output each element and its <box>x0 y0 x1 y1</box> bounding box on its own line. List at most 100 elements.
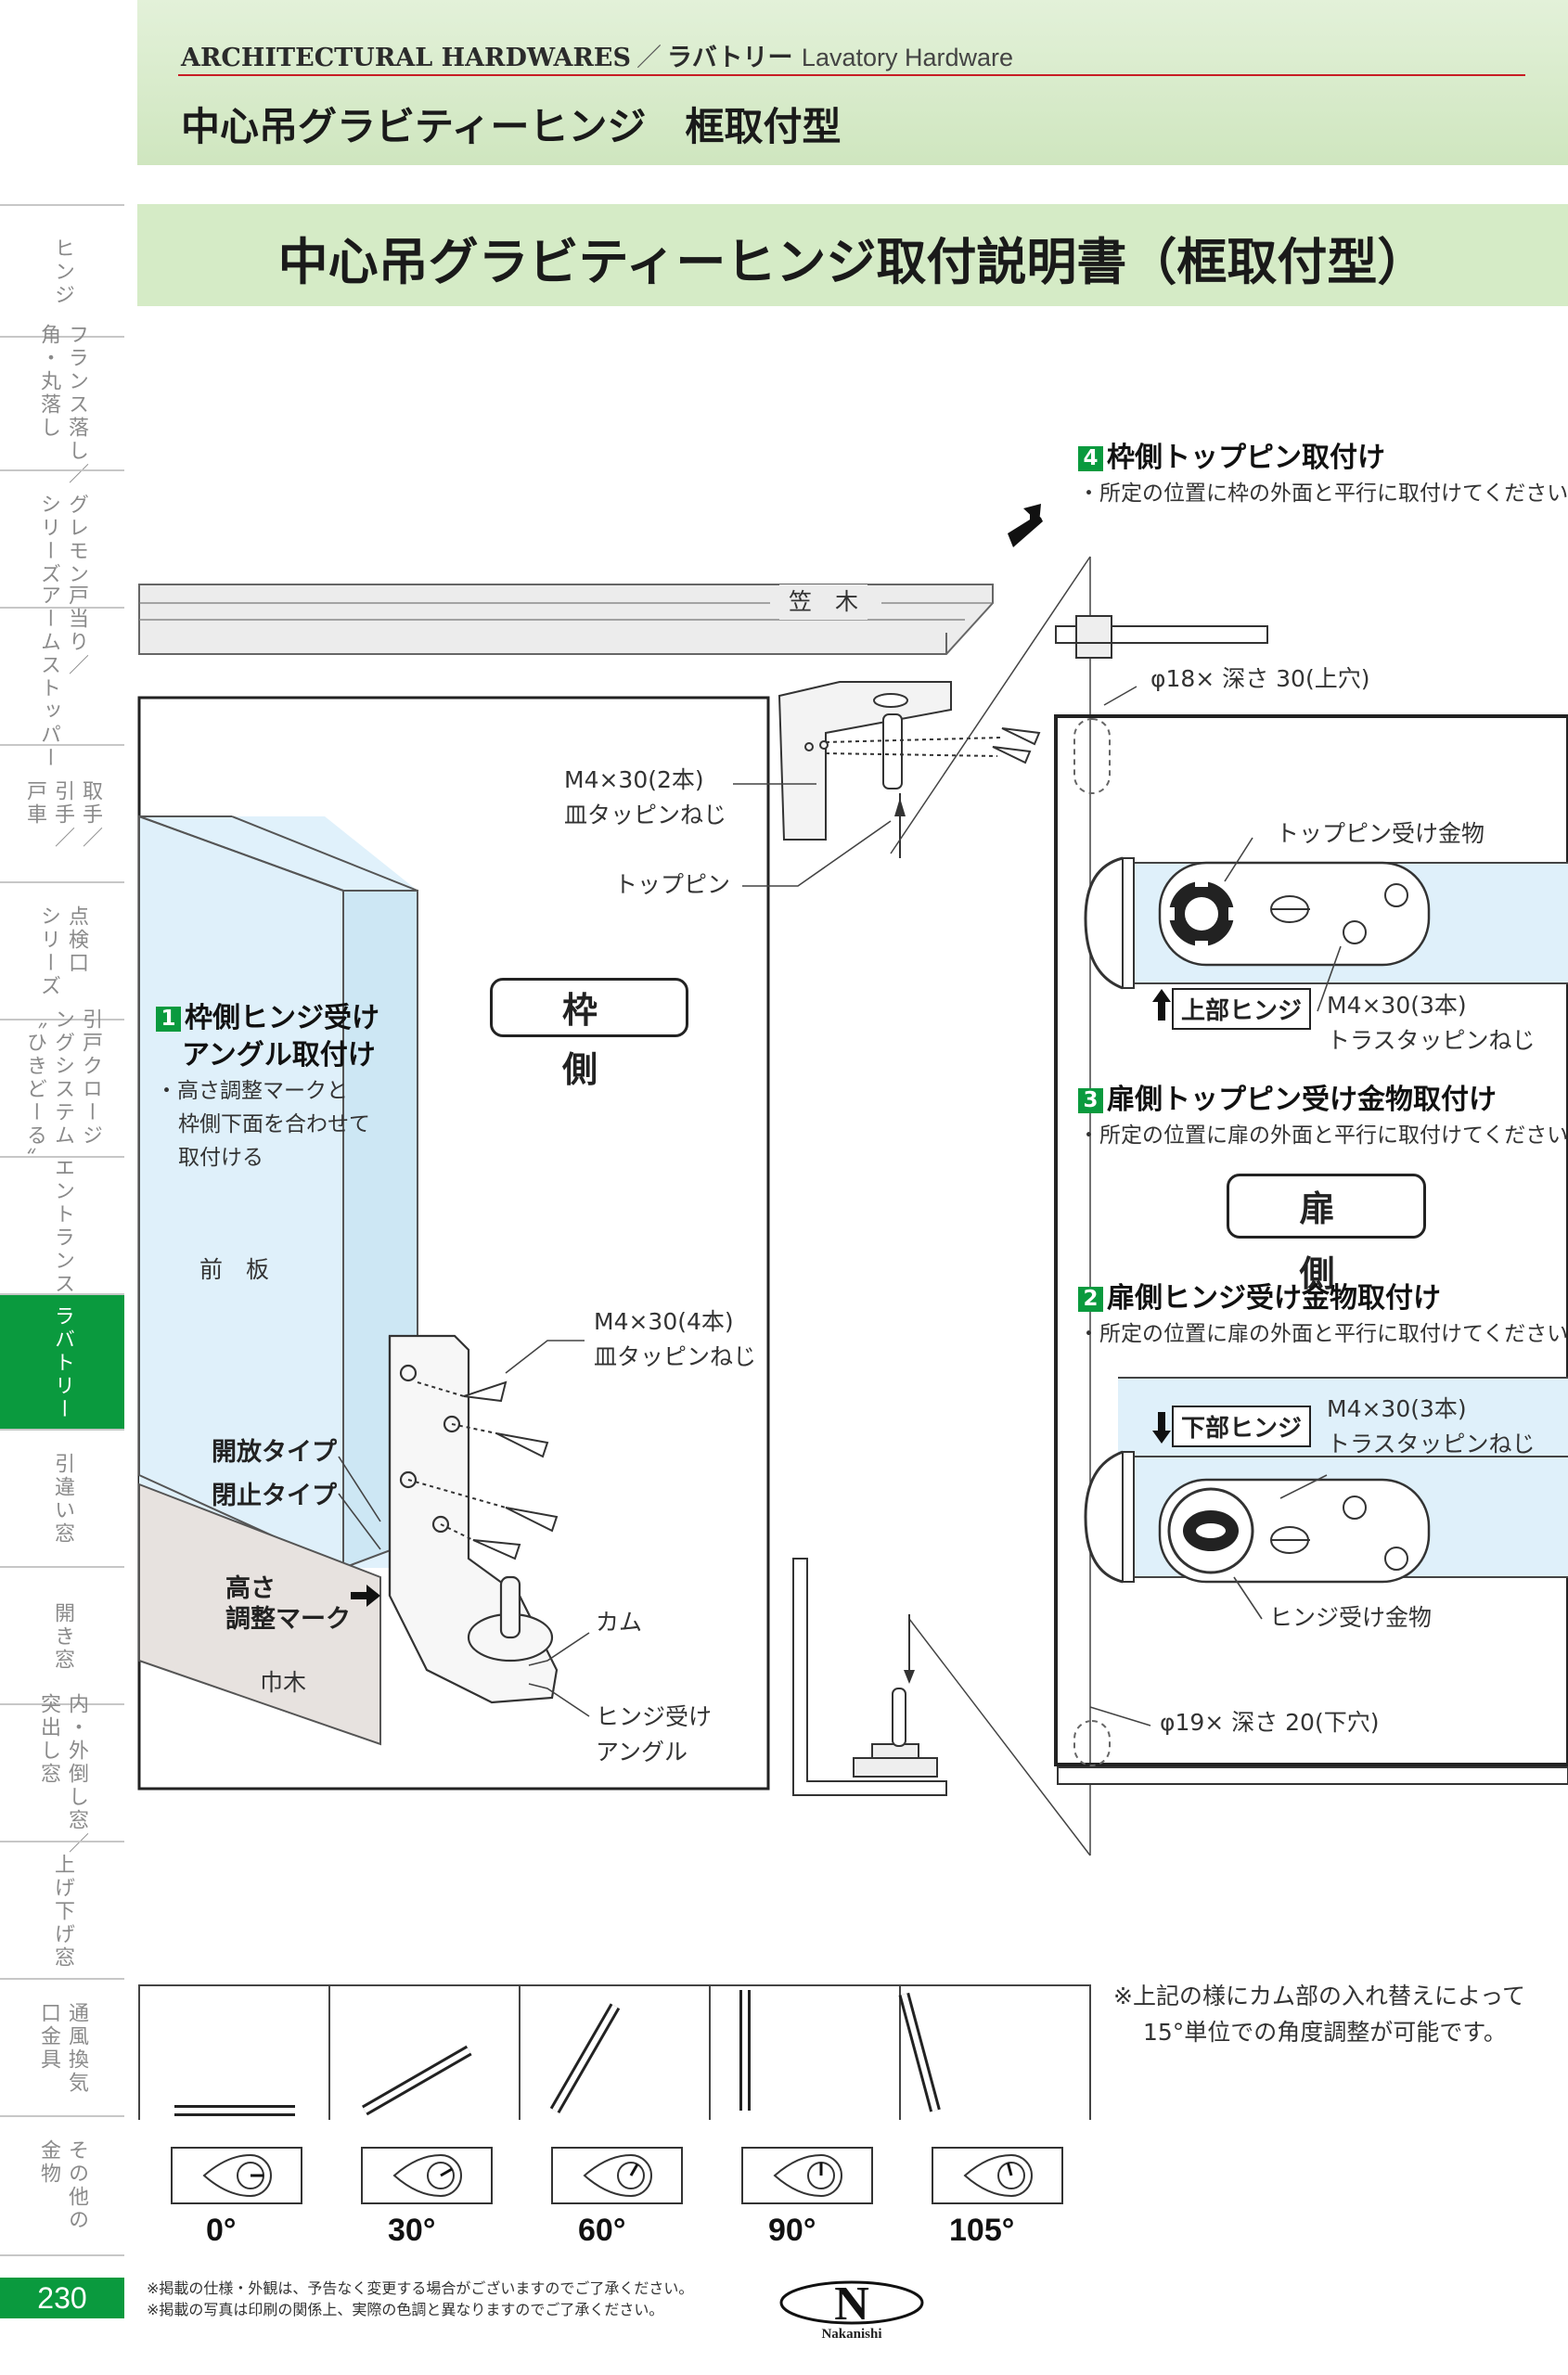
door-panel <box>1054 714 1568 1766</box>
angle-door-leaf-inner <box>363 2048 471 2113</box>
baseboard-label: 巾木 <box>260 1669 307 1696</box>
side-tab-casement[interactable]: 開き窓 <box>0 1566 124 1705</box>
top-hole-label: φ18× 深さ 30(上穴) <box>1150 665 1370 692</box>
side-tab-tilt-window[interactable]: 内・外倒し窓／ 突出し窓 <box>0 1693 124 1855</box>
cam-indicator <box>440 2167 453 2177</box>
step-2-badge: 2 <box>1078 1287 1103 1312</box>
side-tab-lavatory[interactable]: ラバトリー <box>0 1293 124 1431</box>
lower-hinge-tag: 下部ヒンジ <box>1172 1406 1312 1447</box>
screws-four <box>407 1380 559 1560</box>
angle-doors <box>174 1990 941 2116</box>
hinge-angle-label-2: アングル <box>596 1739 688 1765</box>
side-tab-sliding-closer[interactable]: 引戸クロージ ングシステム 〝ひきどーる〟 <box>0 1008 124 1171</box>
door-side-box: 扉 側 <box>1227 1174 1426 1294</box>
angle-note-2: 15°単位での角度調整が可能です。 <box>1143 2019 1507 2046</box>
angle-door-leaf-inner <box>552 2004 618 2112</box>
bottom-hole-label: φ19× 深さ 20(下穴) <box>1160 1709 1380 1736</box>
nakanishi-logo: N <box>779 2278 924 2330</box>
side-tab-door-stop[interactable]: 戸当り／ アームストッパー <box>0 584 124 770</box>
side-tab-vent[interactable]: 通風換気 口金具 <box>0 1978 124 2117</box>
step-3-desc: ・所定の位置に扉の外面と平行に取付けてください。 <box>1078 1123 1568 1148</box>
category-en: Lavatory Hardware <box>801 44 1014 71</box>
side-tab-hinge[interactable]: ヒンジ <box>0 204 124 338</box>
leader-lines <box>338 783 892 1717</box>
side-tab-sash-window[interactable]: 上げ下げ窓 <box>0 1841 124 1980</box>
angle-door-leaf-inner <box>901 1993 938 2112</box>
screw-2-type: 皿タッピンねじ <box>564 802 727 828</box>
logo-letter: N <box>834 2278 869 2330</box>
brand-line: ARCHITECTURAL HARDWARES／ラバトリー Lavatory H… <box>181 37 1013 73</box>
hinge-receiver-plate <box>1158 1478 1431 1584</box>
step-2-desc: ・所定の位置に扉の外面と平行に取付けてください。 <box>1078 1322 1568 1346</box>
angle-label-90: 90° <box>768 2213 816 2248</box>
banner-title: 中心吊グラビティーヒンジ取付説明書（框取付型） <box>277 233 1428 291</box>
step-1-desc-3: 取付ける <box>178 1146 263 1170</box>
logo-word: Nakanishi <box>821 2327 882 2342</box>
header-rule <box>178 74 1525 76</box>
page-title: 中心吊グラビティーヒンジ 框取付型 <box>181 104 842 149</box>
side-tab-sliding-window[interactable]: 引違い窓 <box>0 1429 124 1568</box>
screw-3a-label: M4×30(3本) <box>1327 992 1467 1019</box>
closed-type-label: 閉止タイプ <box>212 1482 337 1510</box>
angle-label-0: 0° <box>206 2213 237 2248</box>
top-pin-bracket <box>778 681 1041 841</box>
step-1-title-1: 枠側ヒンジ受け <box>185 1002 379 1034</box>
step-1-desc-2: 枠側下面を合わせて <box>178 1112 370 1136</box>
step-4-desc: ・所定の位置に枠の外面と平行に取付けてください。 <box>1078 481 1568 506</box>
angle-label-60: 60° <box>578 2213 626 2248</box>
hinge-angle-label-1: ヒンジ受け <box>596 1703 713 1730</box>
height-mark-label-2: 調整マーク <box>225 1605 351 1634</box>
frame-side-box: 枠 側 <box>490 978 688 1090</box>
footer-notes: ※掲載の仕様・外観は、予告なく変更する場合がございますのでご了承ください。 ※掲… <box>147 2278 693 2320</box>
step-3-badge: 3 <box>1078 1088 1103 1113</box>
top-pin-label: トップピン <box>614 871 731 898</box>
screw-3a-type: トラスタッピンねじ <box>1327 1027 1536 1054</box>
side-tab-handle[interactable]: 取手／ 引手／ 戸車 <box>0 744 124 883</box>
cam-label: カム <box>596 1609 643 1636</box>
baseboard <box>138 1483 381 1746</box>
angle-label-105: 105° <box>949 2213 1015 2248</box>
step-1-title-2: アングル取付け <box>182 1039 376 1072</box>
upper-hinge-tag: 上部ヒンジ <box>1172 988 1312 1030</box>
bottom-bracket <box>792 1558 947 1796</box>
kasagi-label: 笠 木 <box>779 584 868 620</box>
screw-2-label: M4×30(2本) <box>564 766 704 793</box>
step-2-title: 扉側ヒンジ受け金物取付け <box>1107 1282 1441 1315</box>
side-tab-flush-bolt[interactable]: フランス落し／ 角・丸落し <box>0 324 124 486</box>
brand-name: ARCHITECTURAL HARDWARES <box>181 44 631 72</box>
angle-cams <box>171 2147 1063 2204</box>
side-tab-other[interactable]: その他の 金物 <box>0 2115 124 2256</box>
angle-note-1: ※上記の様にカム部の入れ替えによって <box>1113 1983 1525 2009</box>
angle-strip <box>138 1984 1091 2120</box>
hinge-angle-bracket <box>388 1334 559 1704</box>
step-3-title: 扉側トップピン受け金物取付け <box>1107 1084 1497 1116</box>
top-pin-receiver-plate <box>1158 861 1431 967</box>
category-jp: ラバトリー <box>666 44 793 72</box>
front-board-label: 前 板 <box>199 1256 270 1283</box>
open-type-label: 開放タイプ <box>212 1438 337 1467</box>
top-pin-receiver-label: トップピン受け金物 <box>1276 820 1485 847</box>
height-mark-label-1: 高さ <box>225 1574 276 1603</box>
hinge-receiver-label: ヒンジ受け金物 <box>1269 1604 1433 1631</box>
side-tab-access-hatch[interactable]: 点検口 シリーズ <box>0 881 124 1021</box>
side-tab-cremone[interactable]: グレモン シリーズ <box>0 469 124 609</box>
step-1-badge: 1 <box>156 1007 181 1032</box>
height-mark-arrow <box>351 1585 380 1607</box>
screw-4-label: M4×30(4本) <box>594 1308 734 1335</box>
side-tab-entrance[interactable]: エントランス <box>0 1156 124 1296</box>
screw-4-type: 皿タッピンねじ <box>594 1343 757 1370</box>
header-band <box>137 0 1568 165</box>
banner <box>137 204 1568 306</box>
cam-indicator <box>1006 2163 1013 2176</box>
step-1-desc-1: ・高さ調整マークと <box>156 1079 348 1103</box>
footer-note-2: ※掲載の写真は印刷の関係上、実際の色調と異なりますのでご了承ください。 <box>147 2301 664 2318</box>
cam-indicator <box>629 2163 639 2176</box>
screw-3b-type: トラスタッピンねじ <box>1327 1431 1536 1457</box>
angle-label-30: 30° <box>388 2213 436 2248</box>
page-number: 230 <box>0 2278 124 2318</box>
step-4-title: 枠側トップピン取付け <box>1107 442 1385 474</box>
